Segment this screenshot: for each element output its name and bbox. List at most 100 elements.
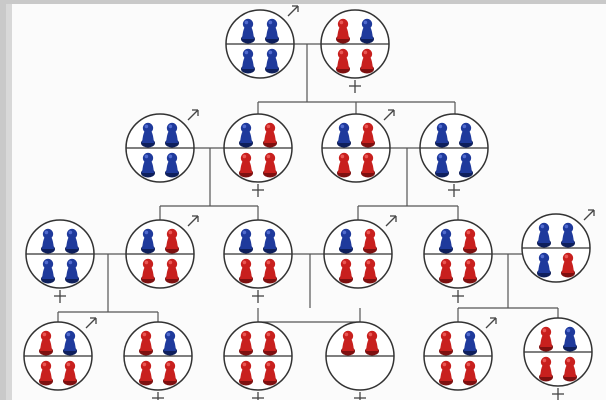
red-pawn bbox=[361, 122, 375, 148]
g2-p4 bbox=[419, 113, 489, 197]
red-pawn bbox=[139, 360, 153, 386]
female-symbol-icon bbox=[448, 184, 460, 197]
male-symbol-icon bbox=[385, 215, 397, 227]
blue-pawn bbox=[435, 152, 449, 178]
blue-pawn bbox=[459, 152, 473, 178]
red-pawn bbox=[439, 258, 453, 284]
blue-pawn bbox=[537, 252, 551, 278]
g3-p1 bbox=[25, 219, 95, 303]
blue-pawn bbox=[65, 228, 79, 254]
blue-pawn bbox=[141, 228, 155, 254]
red-pawn bbox=[336, 48, 350, 74]
generation-2 bbox=[125, 109, 489, 197]
red-pawn bbox=[463, 258, 477, 284]
red-pawn bbox=[165, 228, 179, 254]
red-pawn bbox=[163, 360, 177, 386]
blue-pawn bbox=[141, 152, 155, 178]
blue-pawn bbox=[239, 122, 253, 148]
blue-pawn bbox=[459, 122, 473, 148]
red-pawn bbox=[165, 258, 179, 284]
red-pawn bbox=[263, 360, 277, 386]
blue-pawn bbox=[561, 222, 575, 248]
blue-pawn bbox=[563, 326, 577, 352]
g3-p4 bbox=[323, 215, 397, 289]
generation-3 bbox=[25, 209, 595, 303]
red-pawn bbox=[439, 360, 453, 386]
red-pawn bbox=[439, 330, 453, 356]
generation-4 bbox=[23, 317, 593, 400]
g4-p1 bbox=[23, 317, 97, 391]
blue-pawn bbox=[163, 330, 177, 356]
red-pawn bbox=[263, 258, 277, 284]
red-pawn bbox=[539, 326, 553, 352]
blue-pawn bbox=[65, 258, 79, 284]
red-pawn bbox=[139, 330, 153, 356]
red-pawn bbox=[363, 258, 377, 284]
blue-pawn bbox=[339, 228, 353, 254]
female-symbol-icon bbox=[54, 290, 66, 303]
blue-pawn bbox=[241, 18, 255, 44]
red-pawn bbox=[239, 360, 253, 386]
blue-pawn bbox=[263, 228, 277, 254]
red-pawn bbox=[365, 330, 379, 356]
red-pawn bbox=[339, 258, 353, 284]
female-symbol-icon bbox=[252, 392, 264, 400]
g2-p3 bbox=[321, 109, 395, 183]
g2-p1 bbox=[125, 109, 199, 183]
red-pawn bbox=[563, 356, 577, 382]
g3-p2 bbox=[125, 215, 199, 289]
red-pawn bbox=[63, 360, 77, 386]
blue-pawn bbox=[63, 330, 77, 356]
red-pawn bbox=[141, 258, 155, 284]
female-symbol-icon bbox=[552, 388, 564, 400]
red-pawn bbox=[337, 152, 351, 178]
blue-pawn bbox=[463, 330, 477, 356]
blue-pawn bbox=[241, 48, 255, 74]
g4-p5 bbox=[423, 317, 497, 391]
blue-pawn bbox=[265, 48, 279, 74]
g1-mother bbox=[320, 9, 390, 93]
blue-pawn bbox=[360, 18, 374, 44]
male-symbol-icon bbox=[485, 317, 497, 329]
paper-shadow bbox=[6, 4, 12, 400]
male-symbol-icon bbox=[187, 109, 199, 121]
red-pawn bbox=[561, 252, 575, 278]
blue-pawn bbox=[165, 122, 179, 148]
blue-pawn bbox=[265, 18, 279, 44]
pedigree-individuals bbox=[23, 5, 595, 400]
red-pawn bbox=[239, 258, 253, 284]
blue-pawn bbox=[537, 222, 551, 248]
male-symbol-icon bbox=[187, 215, 199, 227]
blue-pawn bbox=[337, 122, 351, 148]
pedigree-lines bbox=[57, 43, 559, 323]
blue-pawn bbox=[141, 122, 155, 148]
red-pawn bbox=[341, 330, 355, 356]
female-symbol-icon bbox=[349, 80, 361, 93]
red-pawn bbox=[263, 122, 277, 148]
red-pawn bbox=[39, 330, 53, 356]
red-pawn bbox=[361, 152, 375, 178]
male-symbol-icon bbox=[383, 109, 395, 121]
blue-pawn bbox=[239, 228, 253, 254]
g1-father bbox=[225, 5, 299, 79]
g3-p5 bbox=[423, 219, 493, 303]
blue-pawn bbox=[165, 152, 179, 178]
red-pawn bbox=[463, 360, 477, 386]
g4-p4 bbox=[325, 321, 395, 400]
female-symbol-icon bbox=[452, 290, 464, 303]
female-symbol-icon bbox=[354, 392, 366, 400]
red-pawn bbox=[39, 360, 53, 386]
g4-p3 bbox=[223, 321, 293, 400]
g2-p2 bbox=[223, 113, 293, 197]
red-pawn bbox=[263, 330, 277, 356]
female-symbol-icon bbox=[152, 392, 164, 400]
g4-p2 bbox=[123, 321, 193, 400]
blue-pawn bbox=[439, 228, 453, 254]
g3-p6 bbox=[521, 209, 595, 283]
g4-p6 bbox=[523, 317, 593, 400]
female-symbol-icon bbox=[252, 290, 264, 303]
female-symbol-icon bbox=[252, 184, 264, 197]
g3-p3 bbox=[223, 219, 293, 303]
red-pawn bbox=[336, 18, 350, 44]
red-pawn bbox=[360, 48, 374, 74]
